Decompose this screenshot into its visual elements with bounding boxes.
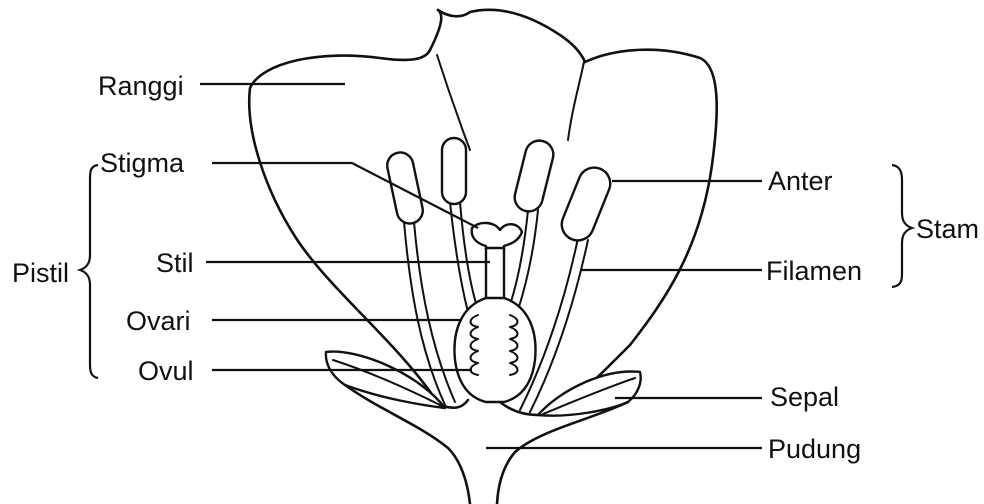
brace-stam: [892, 165, 912, 287]
label-stigma: Stigma: [100, 148, 185, 178]
ovary: [454, 298, 535, 402]
anther-4: [557, 163, 615, 245]
label-pudung: Pudung: [768, 434, 861, 464]
stigma: [472, 223, 522, 250]
petal-center: [430, 10, 585, 62]
label-anter: Anter: [768, 166, 833, 196]
anther-1: [385, 150, 425, 226]
label-stil: Stil: [156, 248, 194, 278]
label-stam: Stam: [916, 214, 979, 244]
label-ranggi: Ranggi: [98, 71, 184, 101]
petal-inner-left: [437, 55, 470, 150]
petal-inner-right: [568, 62, 584, 140]
anther-2: [442, 138, 466, 204]
label-ovul: Ovul: [138, 356, 194, 386]
petal-left: [249, 50, 436, 400]
label-sepal: Sepal: [770, 382, 839, 412]
receptacle-right: [497, 402, 628, 504]
brace-pistil: [80, 165, 98, 378]
style: [486, 248, 504, 300]
label-ovari: Ovari: [126, 306, 191, 336]
leader-stigma: [212, 163, 478, 228]
label-pistil: Pistil: [12, 258, 69, 288]
petal-back-top: [438, 10, 470, 16]
anther-3: [512, 138, 557, 215]
label-filamen: Filamen: [766, 256, 862, 286]
